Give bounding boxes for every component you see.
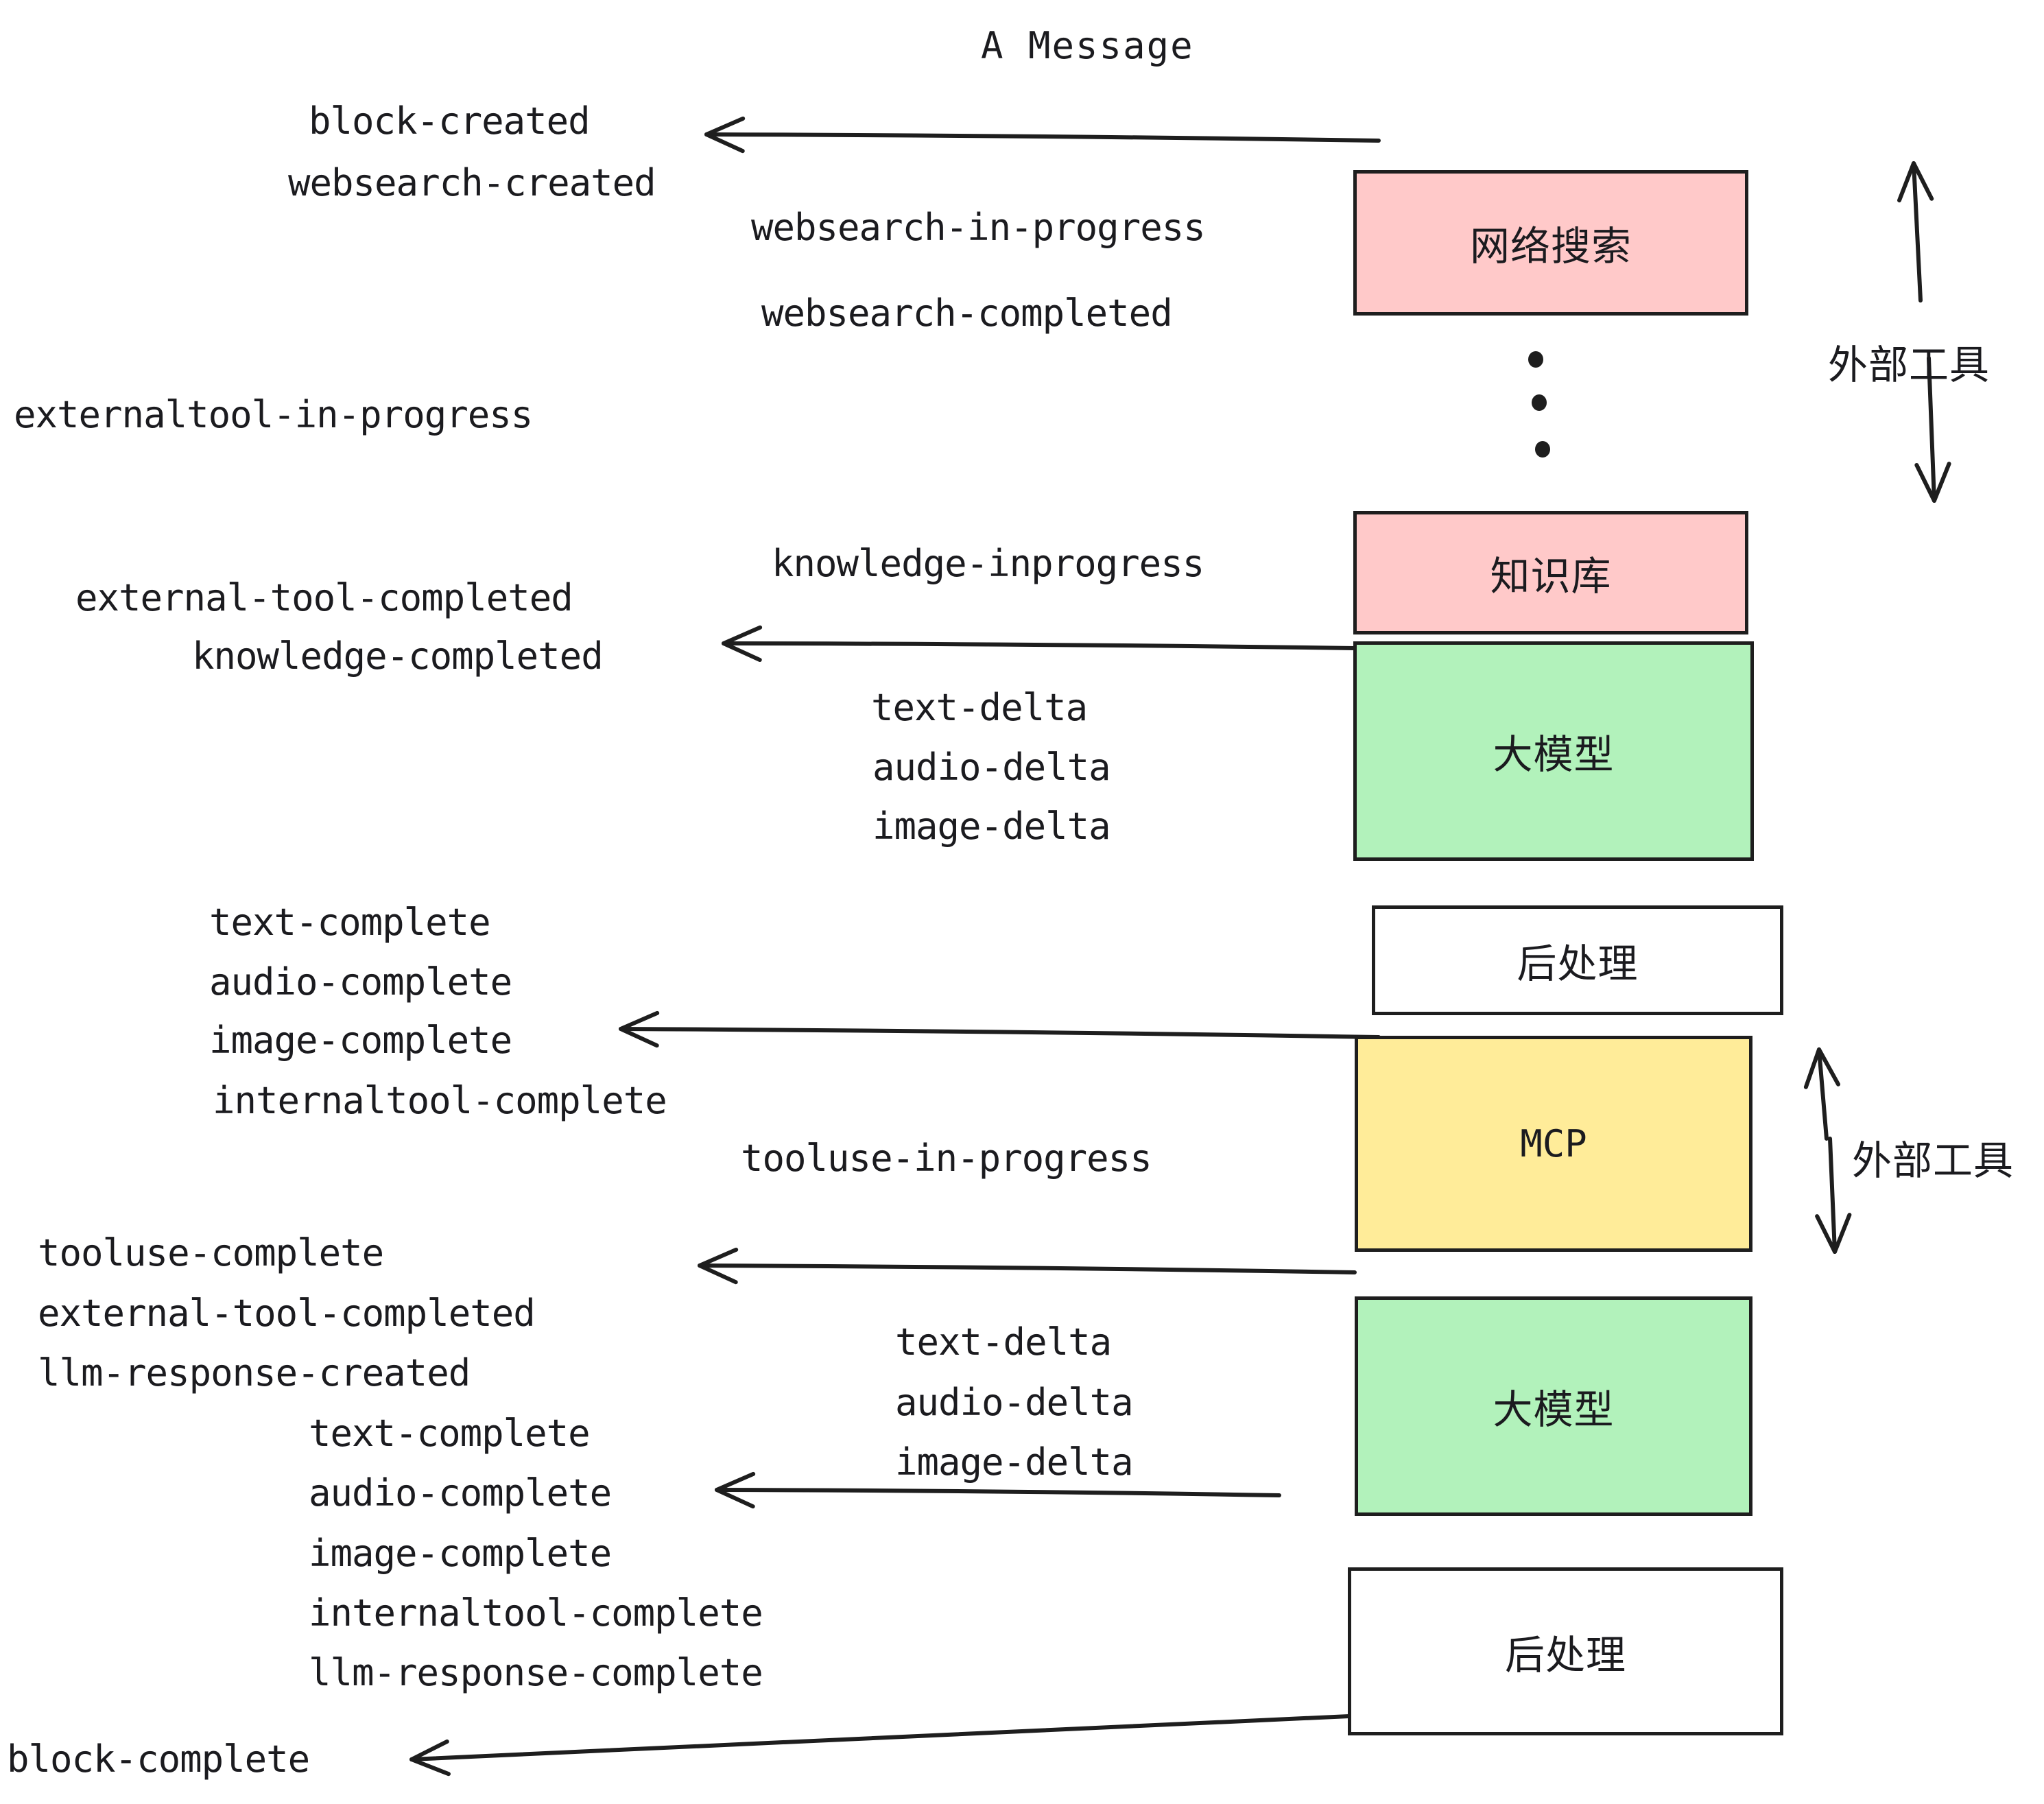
arrow-arrow-tooluse-complete-head (698, 1247, 739, 1285)
event-label-text-delta-1: text-delta (871, 686, 1088, 729)
event-label-llm-response-created: llm-response-created (38, 1351, 471, 1394)
node-label: MCP (1520, 1122, 1587, 1165)
ellipsis-dot-1 (1528, 351, 1543, 368)
arrow-arrow-block-created-head (704, 116, 746, 154)
event-label-websearch-in-progress: websearch-in-progress (751, 206, 1206, 249)
event-label-external-tool-completed-1: external-tool-completed (75, 576, 573, 619)
event-label-image-complete-2: image-complete (309, 1532, 612, 1575)
event-label-external-tool-completed-2: external-tool-completed (38, 1292, 536, 1335)
arrow-arrow-audio-complete-head (715, 1471, 756, 1509)
group-arrow-external-tools-up-arrow-top-head (1897, 161, 1934, 203)
event-label-text-complete-1: text-complete (209, 901, 491, 944)
arrow-arrow-audio-complete-shaft (715, 1488, 1281, 1497)
event-label-knowledge-inprogress: knowledge-inprogress (772, 542, 1204, 585)
node-label: 知识库 (1490, 553, 1612, 600)
event-label-audio-delta-1: audio-delta (872, 746, 1111, 789)
node-label: 后处理 (1517, 940, 1639, 987)
group-arrow-external-tools-up-arrow-bottom-shaft (1817, 1047, 1829, 1141)
event-label-block-complete: block-complete (7, 1737, 310, 1781)
arrow-arrow-block-complete-shaft (409, 1713, 1381, 1761)
node-llm-2[interactable]: 大模型 (1355, 1296, 1752, 1516)
event-label-audio-delta-2: audio-delta (895, 1381, 1134, 1424)
group-label-external-tools-top: 外部工具 (1828, 342, 1990, 388)
event-label-websearch-created: websearch-created (288, 161, 656, 204)
arrow-arrow-image-complete-shaft (619, 1027, 1381, 1039)
node-websearch[interactable]: 网络搜索 (1353, 170, 1748, 316)
node-label: 大模型 (1493, 731, 1615, 778)
arrow-arrow-block-complete-head (409, 1739, 451, 1777)
group-arrow-external-tools-up-arrow-bottom-head (1803, 1047, 1841, 1089)
event-label-externaltool-in-progress: externaltool-in-progress (14, 393, 533, 436)
node-llm-1[interactable]: 大模型 (1353, 641, 1754, 861)
group-arrow-external-tools-down-arrow-bottom-head (1815, 1213, 1852, 1254)
event-label-internaltool-complete-1: internaltool-complete (213, 1079, 667, 1122)
event-label-block-created: block-created (309, 99, 591, 143)
event-label-websearch-completed: websearch-completed (761, 292, 1173, 335)
node-label: 大模型 (1493, 1386, 1615, 1433)
node-knowledge[interactable]: 知识库 (1353, 511, 1748, 634)
arrow-arrow-image-complete-head (619, 1010, 660, 1048)
event-label-text-delta-2: text-delta (895, 1320, 1112, 1364)
group-arrow-external-tools-down-arrow-top-head (1914, 462, 1951, 503)
node-postproc-1[interactable]: 后处理 (1372, 905, 1783, 1015)
event-label-image-delta-1: image-delta (872, 805, 1111, 848)
node-label: 后处理 (1504, 1631, 1626, 1678)
event-label-image-delta-2: image-delta (895, 1440, 1134, 1484)
event-label-tooluse-in-progress: tooluse-in-progress (741, 1137, 1152, 1180)
ellipsis-dot-2 (1532, 394, 1547, 411)
group-label-external-tools-bottom: 外部工具 (1852, 1137, 2015, 1184)
node-mcp[interactable]: MCP (1355, 1036, 1752, 1252)
event-label-text-complete-2: text-complete (309, 1412, 591, 1455)
event-label-tooluse-complete: tooluse-complete (38, 1231, 384, 1274)
node-label: 网络搜索 (1469, 223, 1632, 270)
event-label-llm-response-complete: llm-response-complete (309, 1651, 763, 1694)
arrow-arrow-knowledge-done-shaft (722, 641, 1357, 650)
event-label-audio-complete-2: audio-complete (309, 1471, 612, 1515)
event-label-audio-complete-1: audio-complete (209, 960, 512, 1004)
ellipsis-dot-3 (1535, 441, 1550, 458)
node-postproc-2[interactable]: 后处理 (1348, 1567, 1783, 1735)
arrow-arrow-block-created-shaft (704, 132, 1381, 143)
arrow-arrow-knowledge-done-head (722, 625, 763, 663)
page-title: A Message (981, 24, 1194, 67)
event-label-internaltool-complete-2: internaltool-complete (309, 1591, 763, 1635)
arrow-arrow-tooluse-complete-shaft (698, 1263, 1357, 1274)
group-arrow-external-tools-up-arrow-top-shaft (1912, 161, 1923, 302)
event-label-image-complete-1: image-complete (209, 1019, 512, 1062)
event-label-knowledge-completed: knowledge-completed (192, 634, 604, 678)
group-arrow-external-tools-down-arrow-bottom-shaft (1828, 1137, 1837, 1254)
